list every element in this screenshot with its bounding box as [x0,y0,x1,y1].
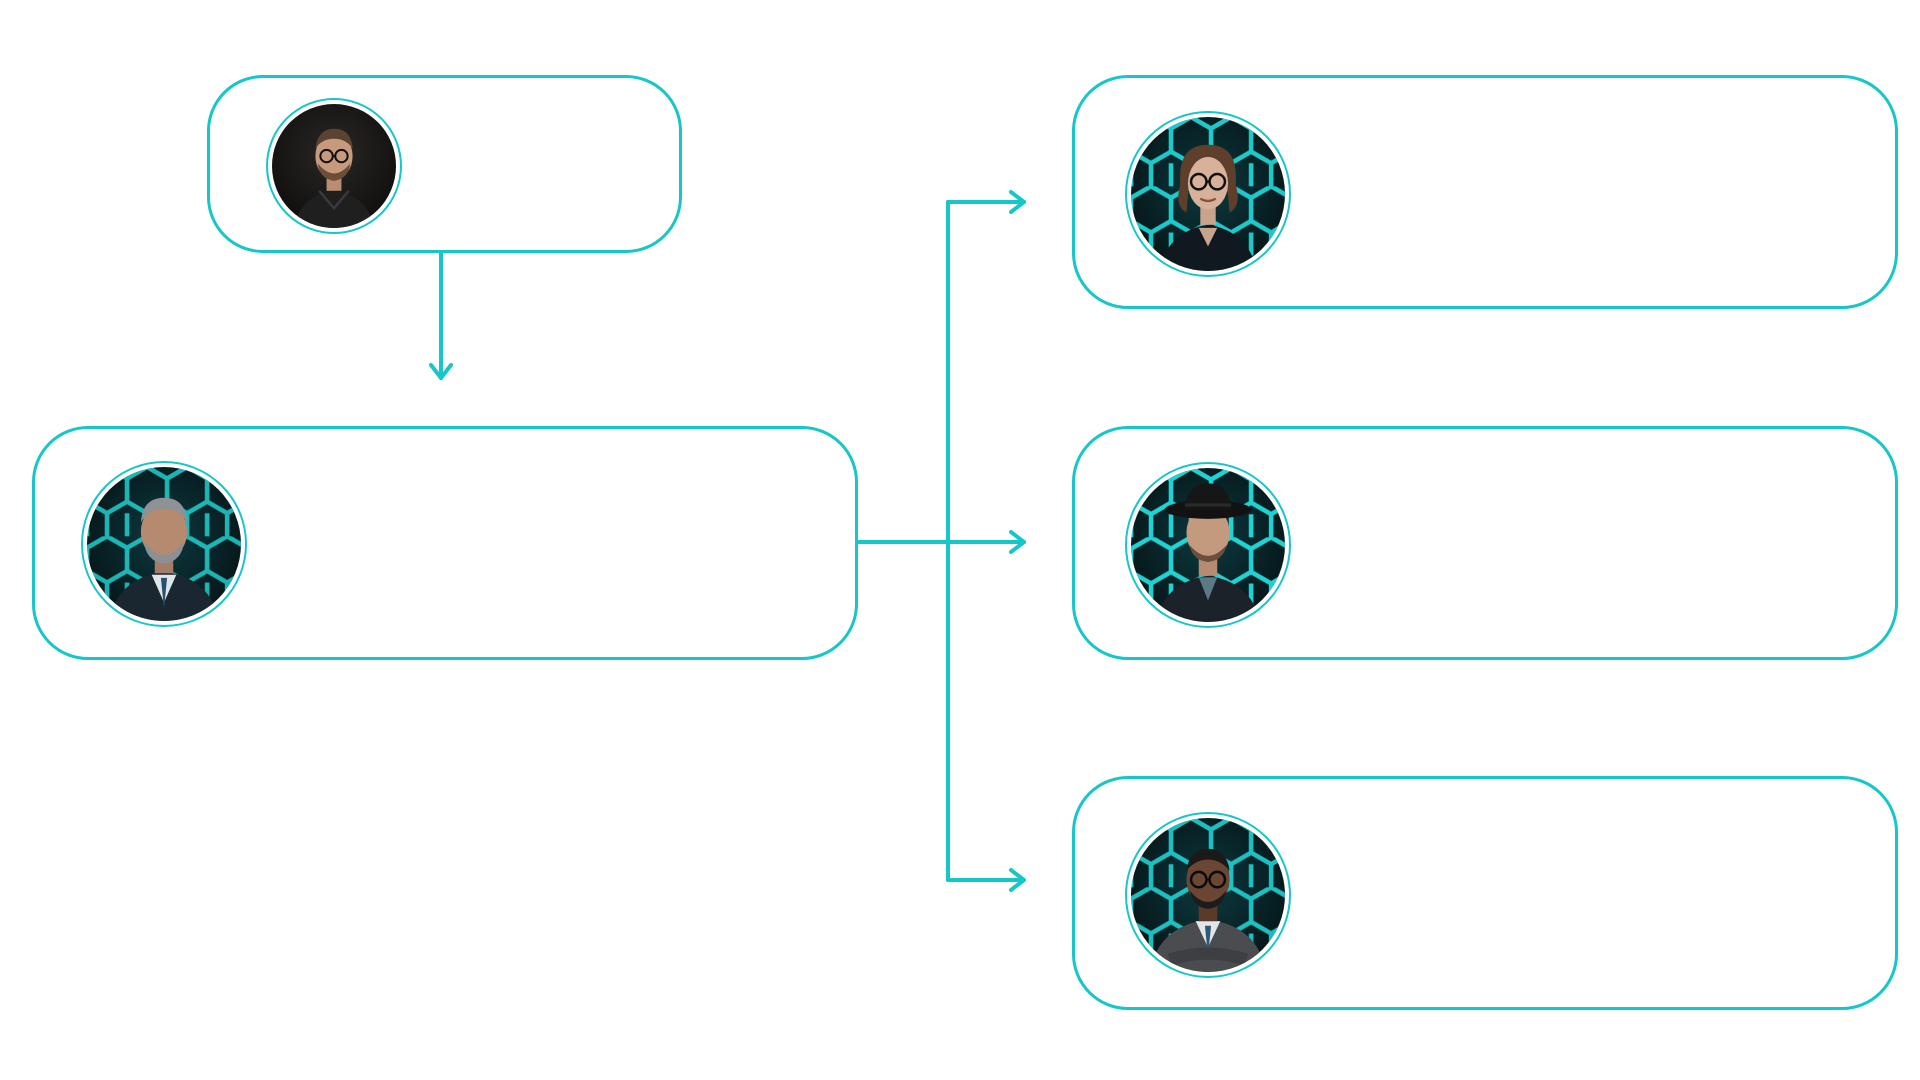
node-card-right-2[interactable] [1072,426,1898,660]
arrowhead-down [429,363,453,380]
person-avatar-woman-glasses-icon [1125,111,1291,277]
arrowhead-right-1 [1009,190,1026,214]
node-card-top[interactable] [207,75,682,253]
person-avatar-gray-beard-suit-icon [81,461,247,627]
arrowhead-right-2 [1009,530,1026,554]
node-card-right-3[interactable] [1072,776,1898,1010]
person-avatar-man-hat-icon [1125,462,1291,628]
node-card-middle[interactable] [32,426,858,660]
node-card-right-1[interactable] [1072,75,1898,309]
person-avatar-glasses-hoodie-icon [266,98,402,234]
arrowhead-right-3 [1009,868,1026,892]
person-avatar-man-glasses-suit-icon [1125,812,1291,978]
